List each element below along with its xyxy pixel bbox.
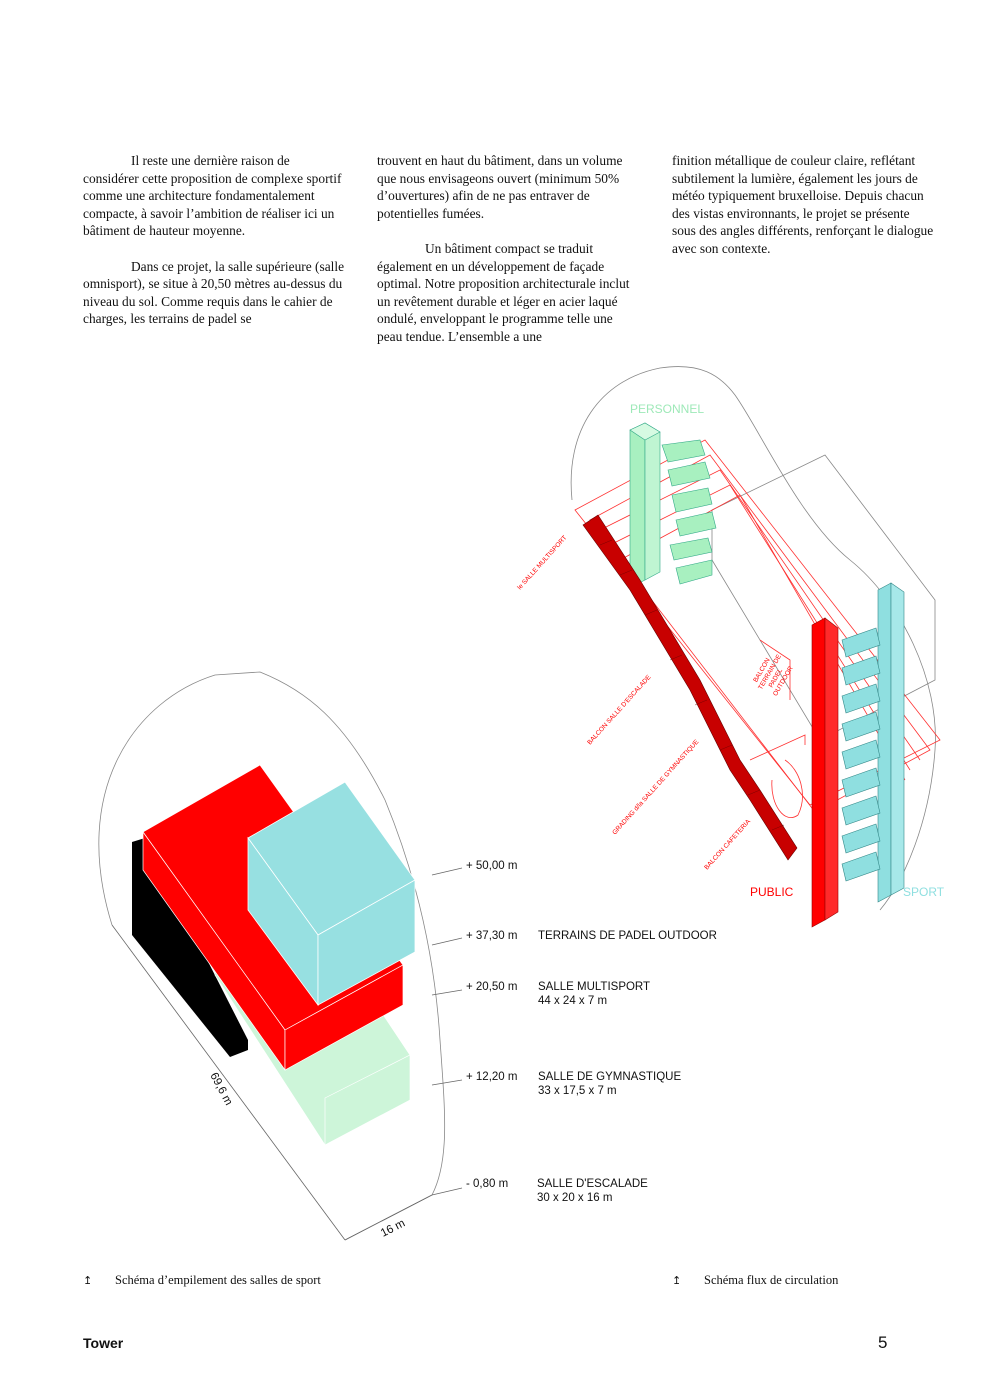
site-outline: [570, 366, 936, 911]
level-height: + 50,00 m: [466, 860, 518, 872]
stairs-sport: [841, 627, 881, 882]
label-salle-multisport: le SALLE MULTISPORT: [516, 534, 568, 591]
personnel-label: PERSONNEL: [630, 402, 704, 416]
tower-sport-front: [877, 582, 892, 903]
level-name: SALLE MULTISPORT: [538, 981, 651, 993]
text-column-1: Il reste une dernière raison de considér…: [83, 152, 345, 346]
page-number: 5: [878, 1333, 888, 1352]
text-column-2: trouvent en haut du bâtiment, dans un vo…: [377, 152, 639, 363]
block-padel-front: [317, 879, 416, 1006]
level-name: SALLE D'ESCALADE: [537, 1178, 648, 1190]
paragraph: Dans ce projet, la salle supérieure (sal…: [83, 258, 345, 327]
label-balcon-escalade: BALCON SALLE D'ESCALADE: [586, 673, 653, 746]
caption-stacking: ↥ Schéma d’empilement des salles de sport: [83, 1273, 321, 1288]
leader-line: [431, 1187, 463, 1196]
level-size: 44 x 24 x 7 m: [538, 995, 608, 1007]
tower-public-side: [824, 617, 839, 921]
level-height: + 20,50 m: [466, 981, 518, 993]
leader-line: [431, 1079, 463, 1086]
label-balcon-cafeteria: BALCON CAFETERIA: [703, 818, 752, 871]
ramp-public: [582, 514, 798, 861]
caption-arrow-icon: ↥: [672, 1274, 682, 1287]
stairs-personnel: [661, 439, 717, 585]
paragraph: Il reste une dernière raison de considér…: [83, 153, 342, 239]
paragraph: finition métallique de couleur claire, r…: [672, 153, 934, 256]
level-size: 33 x 17,5 x 7 m: [538, 1085, 617, 1097]
tower-sport-side: [890, 582, 905, 896]
site-outline: [98, 671, 446, 1241]
sport-label: SPORT: [903, 885, 945, 899]
block-gymnastique-front: [324, 1054, 411, 1146]
block-multisport-front: [284, 964, 404, 1071]
level-name: SALLE DE GYMNASTIQUE: [538, 1071, 682, 1083]
level-size: 30 x 20 x 16 m: [537, 1192, 613, 1204]
text-column-3: finition métallique de couleur claire, r…: [672, 152, 934, 275]
leader-line: [431, 989, 463, 996]
footer-title: Tower: [83, 1335, 124, 1351]
level-height: - 0,80 m: [466, 1178, 509, 1190]
caption-arrow-icon: ↥: [83, 1274, 93, 1287]
ramp-steps: [599, 539, 785, 831]
leader-line: [431, 937, 463, 946]
paragraph: trouvent en haut du bâtiment, dans un vo…: [377, 153, 623, 221]
caption-text: Schéma d’empilement des salles de sport: [115, 1273, 321, 1287]
level-height: + 37,30 m: [466, 930, 518, 942]
dimension-line-width: [344, 1194, 433, 1241]
level-name: TERRAINS DE PADEL OUTDOOR: [538, 930, 717, 942]
tower-personnel-side: [644, 422, 661, 581]
caption-circulation: ↥ Schéma flux de circulation: [672, 1273, 838, 1288]
dimension-line-length: [111, 924, 346, 1241]
tower-personnel-top: [629, 422, 661, 441]
tower-public-front: [811, 617, 826, 928]
caption-text: Schéma flux de circulation: [704, 1273, 839, 1287]
level-height: + 12,20 m: [466, 1071, 518, 1083]
public-label: PUBLIC: [750, 885, 794, 899]
tower-personnel-front: [629, 422, 646, 589]
label-grading: GRADING d/la SALLE DE GYMNASTIQUE: [611, 738, 701, 836]
leader-line: [431, 867, 463, 876]
paragraph: Un bâtiment compact se traduit également…: [377, 240, 630, 344]
